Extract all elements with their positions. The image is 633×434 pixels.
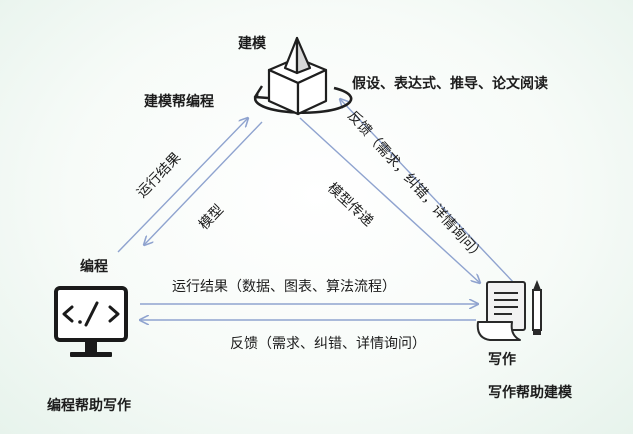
writing-node-label: 写作 xyxy=(488,352,516,368)
arrow-model-to-writing xyxy=(299,117,480,283)
arrow-writing-to-model xyxy=(340,99,516,285)
edge-label-program-to-writing: 运行结果（数据、图表、算法流程） xyxy=(172,279,396,295)
programming-node-label: 编程 xyxy=(80,259,108,275)
pyramid-cube-icon xyxy=(253,36,353,116)
edge-label-writing-to-program: 反馈（需求、纠错、详情询问） xyxy=(230,336,426,352)
modeling-note: 假设、表达式、推导、论文阅读 xyxy=(352,76,548,92)
arrow-model-to-program xyxy=(144,121,263,245)
document-pencil-icon xyxy=(476,280,542,341)
modeling-cycle-label: 建模帮编程 xyxy=(144,94,214,110)
modeling-node-label: 建模 xyxy=(238,36,266,52)
writing-cycle-label: 写作帮助建模 xyxy=(488,385,572,401)
arrow-program-to-model xyxy=(117,118,248,253)
programming-cycle-label: 编程帮助写作 xyxy=(47,398,131,414)
code-monitor-icon xyxy=(54,286,128,357)
